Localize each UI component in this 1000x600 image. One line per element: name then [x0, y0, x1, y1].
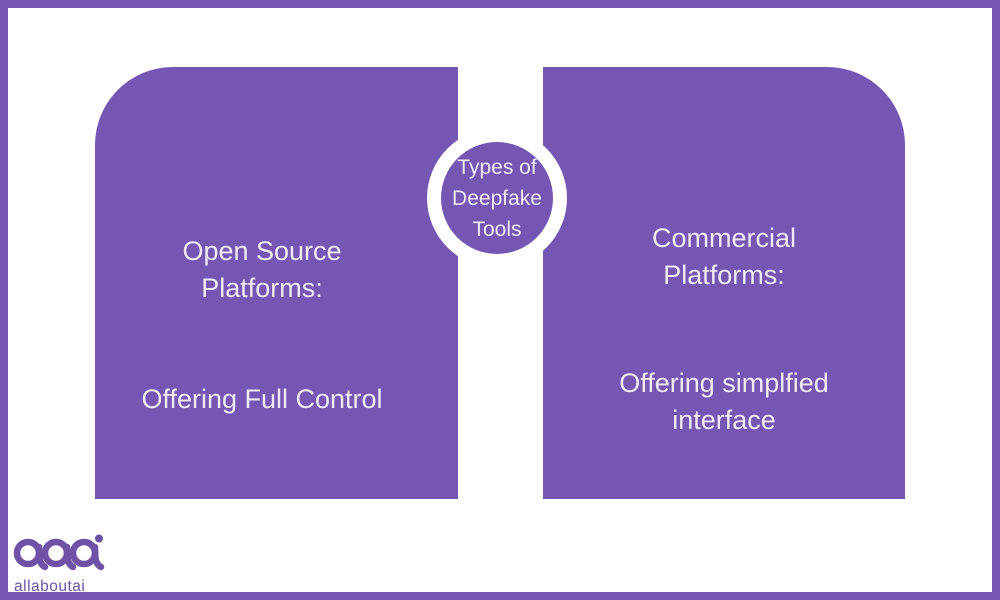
center-circle: Types of Deepfake Tools — [441, 142, 553, 254]
left-panel-subtitle: Offering Full Control — [141, 384, 383, 414]
right-panel-subtitle: Offering simplfied interface — [619, 368, 829, 435]
logo-wordmark: allaboutai — [14, 578, 85, 595]
center-circle-label: Types of Deepfake Tools — [452, 155, 542, 241]
right-panel-title: Commercial Platforms: — [651, 223, 797, 290]
left-panel-text: Open Source Platforms: Offering Full Con… — [95, 196, 429, 455]
logo-dot-icon — [95, 534, 103, 543]
right-panel — [543, 67, 905, 499]
allaboutai-logo: allaboutai — [13, 534, 105, 595]
left-panel-title: Open Source Platforms: — [182, 236, 342, 303]
left-panel — [95, 67, 458, 499]
right-panel-text: Commercial Platforms: Offering simplfied… — [543, 183, 905, 476]
aaa-icon — [13, 538, 105, 571]
